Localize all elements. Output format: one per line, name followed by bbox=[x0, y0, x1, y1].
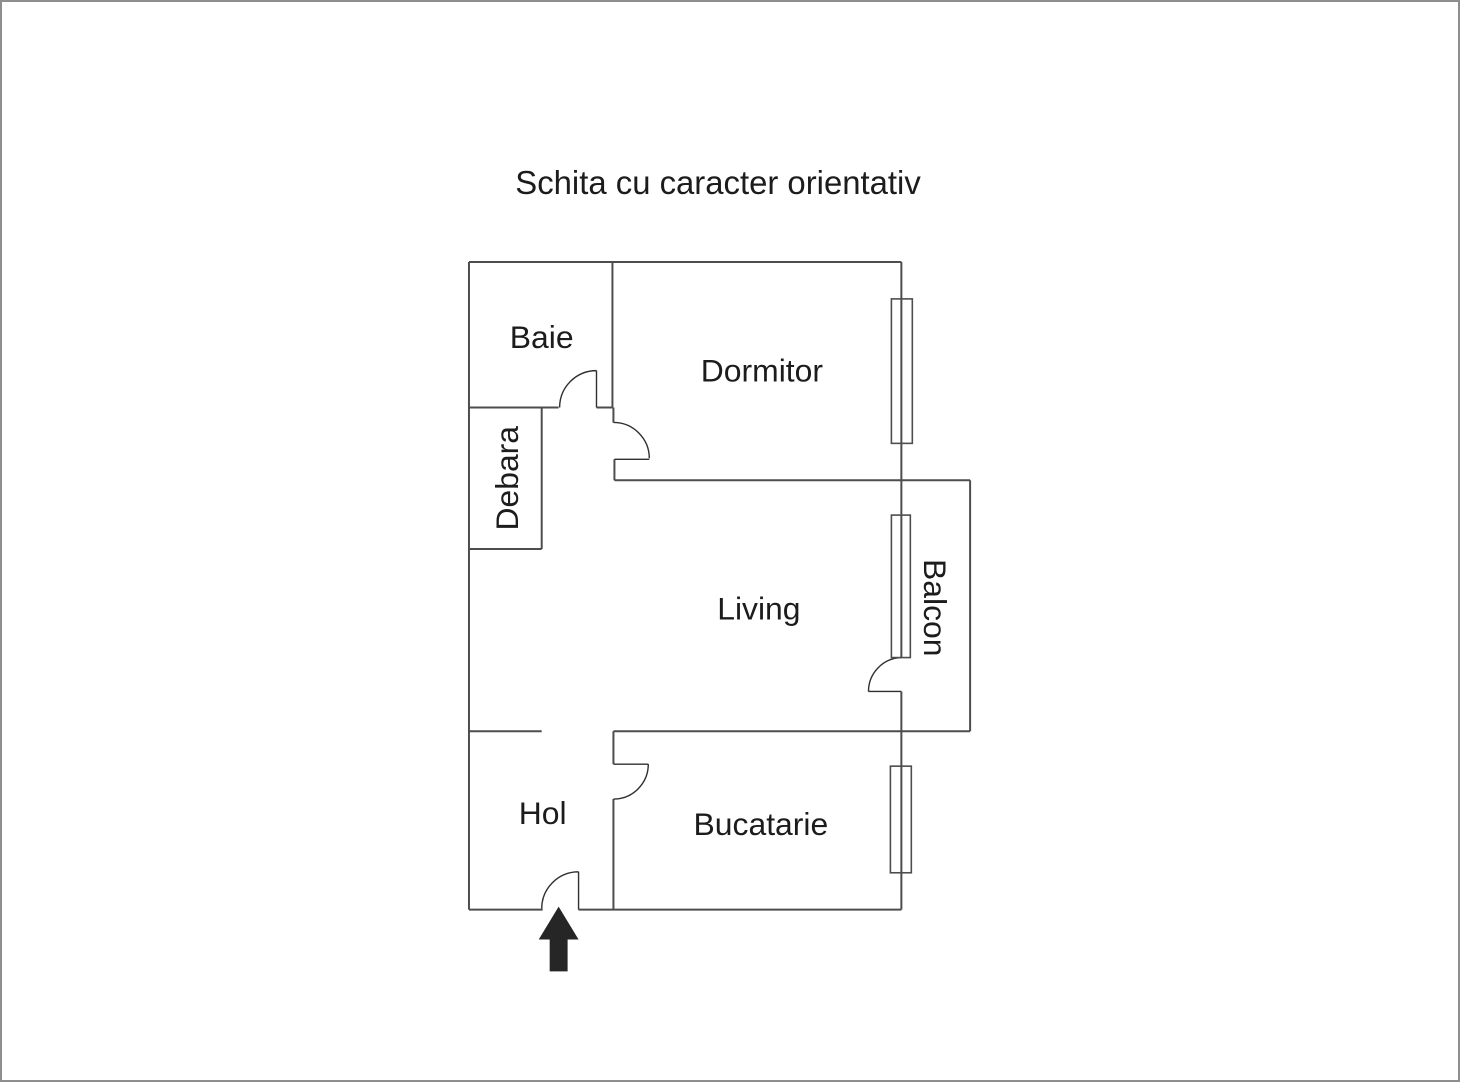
bucatarie-window bbox=[889, 765, 913, 874]
windows bbox=[889, 298, 914, 874]
living-window bbox=[890, 514, 912, 659]
room-label-balcon: Balcon bbox=[917, 559, 953, 656]
entry-door bbox=[541, 871, 580, 910]
baie-door bbox=[558, 369, 598, 408]
dormitor-door bbox=[613, 421, 650, 461]
room-label-baie: Baie bbox=[510, 319, 574, 355]
entrance-arrow-icon bbox=[538, 906, 579, 972]
room-label-debara: Debara bbox=[489, 426, 525, 531]
balcon-door bbox=[867, 656, 902, 693]
bucatarie-door bbox=[613, 763, 650, 800]
outer-walls bbox=[467, 261, 903, 911]
room-label-living: Living bbox=[717, 591, 800, 627]
room-label-bucatarie: Bucatarie bbox=[694, 806, 829, 842]
room-label-dormitor: Dormitor bbox=[701, 353, 824, 389]
plan-title: Schita cu caracter orientativ bbox=[515, 164, 921, 201]
apartment-walls bbox=[467, 261, 972, 911]
room-label-hol: Hol bbox=[519, 795, 567, 831]
dormitor-window bbox=[890, 298, 914, 445]
interior-walls bbox=[468, 262, 972, 910]
